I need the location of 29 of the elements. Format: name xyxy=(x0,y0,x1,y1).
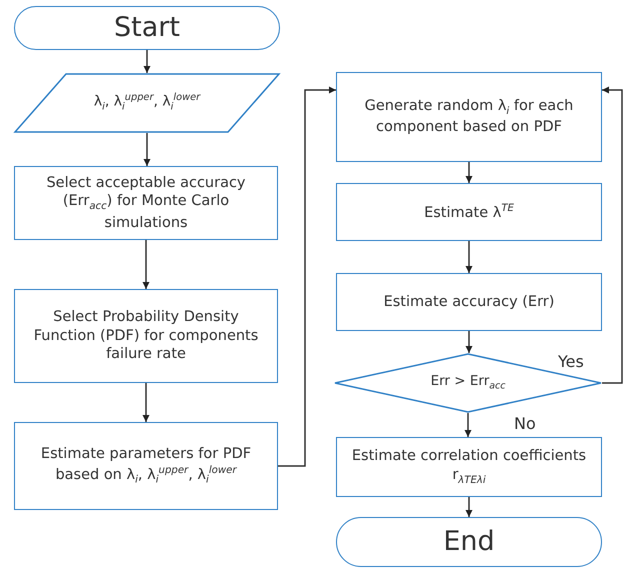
node-label: Select acceptable accuracy (Err$_{acc}$) for Monte Carlo simulations xyxy=(45,174,247,232)
arrow xyxy=(464,413,472,437)
input-parallelogram xyxy=(14,73,280,133)
arrow xyxy=(278,86,336,467)
process-box xyxy=(336,273,602,331)
node-label: Select Probability Density Function (PDF) for components failure rate xyxy=(32,308,260,364)
arrow xyxy=(144,133,150,166)
arrow xyxy=(142,240,150,289)
process-box xyxy=(336,72,602,162)
node-label: Err > Err$_{acc}$ xyxy=(430,373,506,393)
node-label: Estimate accuracy (Err) xyxy=(384,292,554,312)
process-box xyxy=(336,183,602,241)
arrow xyxy=(466,331,472,353)
arrow xyxy=(144,50,150,73)
decision-diamond xyxy=(334,353,602,413)
arrow xyxy=(142,383,150,422)
arrow xyxy=(466,162,472,183)
node-label: Start xyxy=(114,11,180,46)
node-label: Estimate λ$^{TE}$ xyxy=(424,202,514,222)
node-label: End xyxy=(443,525,495,560)
arrow xyxy=(466,241,472,273)
node-label: Estimate correlation coefficients r$_{λTEλi}$ xyxy=(350,447,588,487)
process-box xyxy=(14,289,278,383)
arrow xyxy=(602,86,623,384)
arrow xyxy=(466,497,472,517)
node-label: Generate random λ$_{i}$ for each component based on PDF xyxy=(364,97,574,137)
process-box xyxy=(14,166,278,240)
process-box xyxy=(336,437,602,497)
process-box xyxy=(14,422,278,510)
